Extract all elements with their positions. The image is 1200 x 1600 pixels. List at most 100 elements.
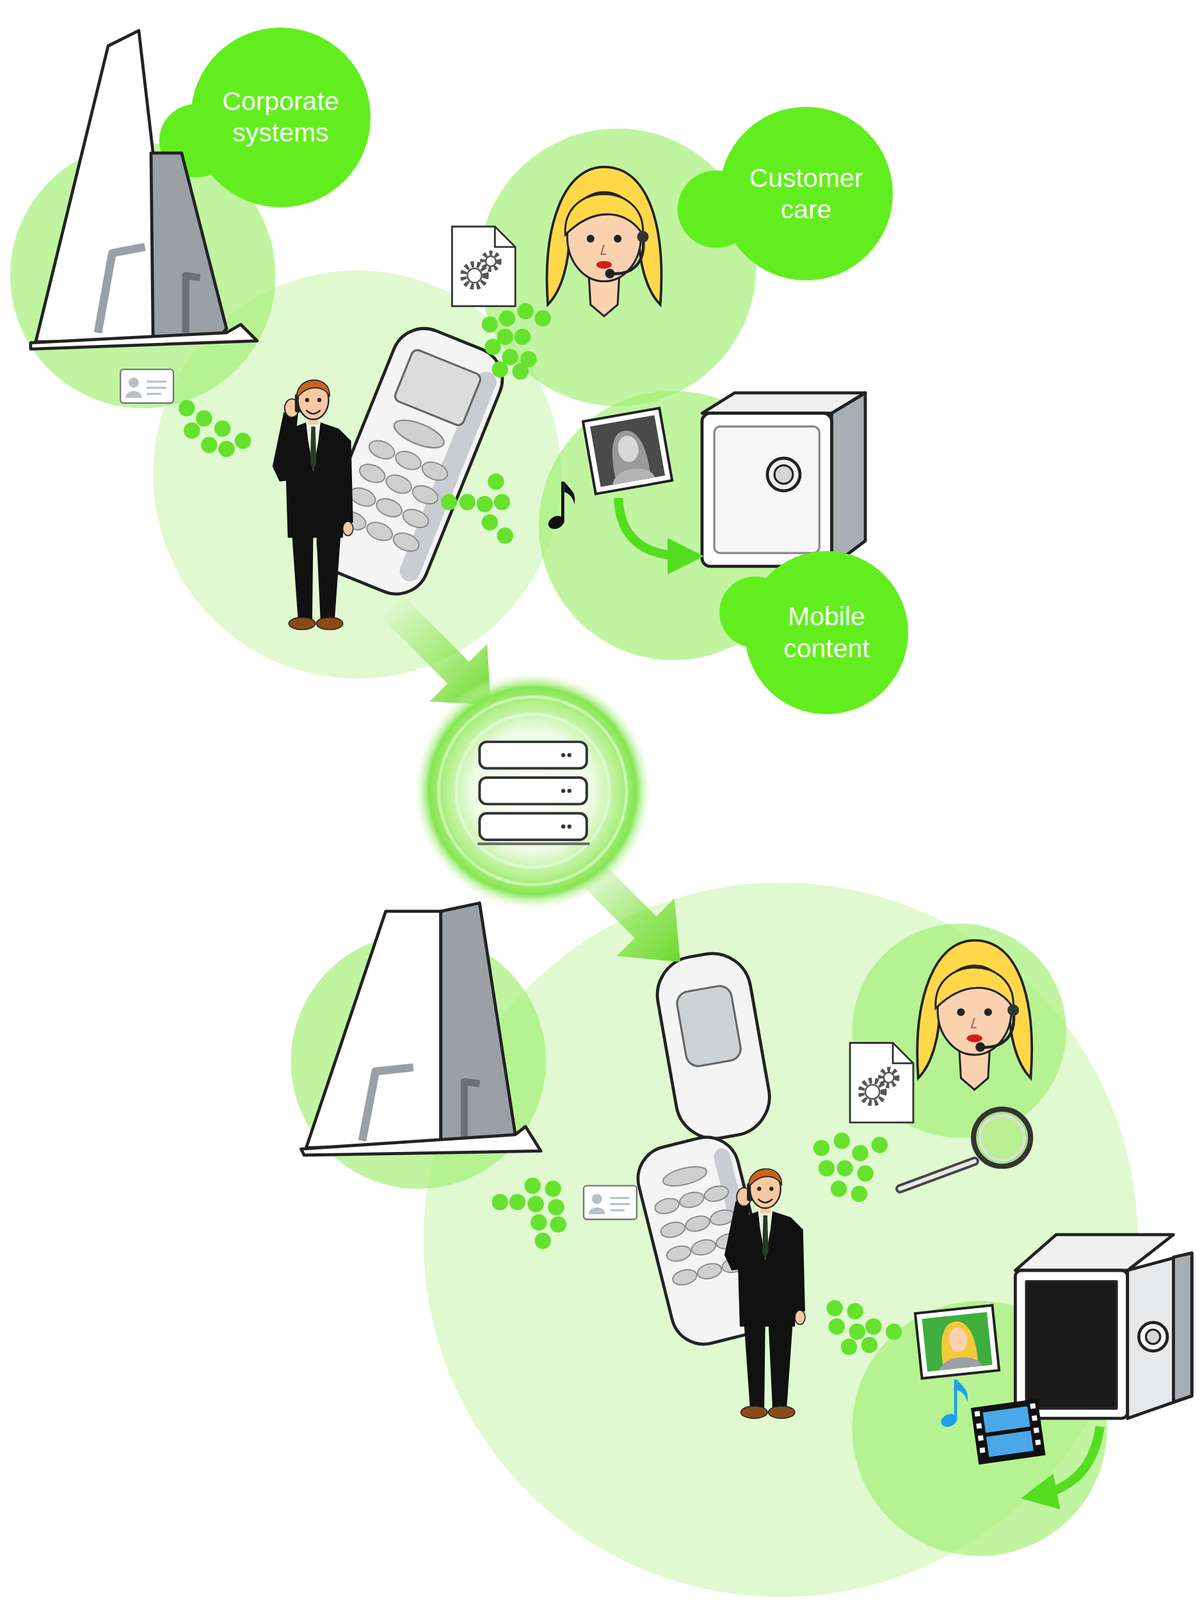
data-dot xyxy=(494,494,511,511)
data-dot xyxy=(524,1177,542,1195)
mobile-phone-part-part-part xyxy=(671,1267,699,1288)
settings-document xyxy=(849,1042,914,1122)
data-dot xyxy=(484,338,502,356)
corporate-building-part xyxy=(464,1081,480,1138)
mobile-phone-part-part-part xyxy=(661,1162,709,1190)
data-dot xyxy=(861,1336,879,1354)
data-dot xyxy=(481,316,499,333)
photo-part xyxy=(615,433,641,464)
data-dot xyxy=(836,1160,854,1177)
server-part-part xyxy=(561,824,566,829)
corporate-building-part xyxy=(305,911,441,1149)
data-dot xyxy=(826,1299,843,1317)
magnifier-part xyxy=(899,1160,975,1189)
safe-part xyxy=(1145,1329,1160,1344)
server-part xyxy=(561,753,572,829)
data-dot xyxy=(544,1180,562,1198)
data-dot xyxy=(476,496,494,513)
data-dot xyxy=(833,1132,851,1150)
server-part-part xyxy=(567,753,571,758)
mobile-phone-part-part-part xyxy=(678,1189,706,1210)
data-dot xyxy=(813,1139,831,1157)
safe xyxy=(1015,1234,1192,1419)
data-dot xyxy=(547,1198,565,1216)
data-dot xyxy=(481,514,499,532)
corporate-building-part xyxy=(30,324,258,349)
mobile-phone-part-part xyxy=(675,984,743,1069)
data-dot xyxy=(846,1303,864,1320)
id-card xyxy=(120,369,174,404)
film-strip-part-part xyxy=(1031,1415,1038,1421)
film-strip-part xyxy=(974,1402,1042,1453)
data-dot xyxy=(840,1338,858,1356)
data-dot xyxy=(851,1144,869,1162)
film-strip xyxy=(970,1398,1046,1465)
film-strip-part xyxy=(986,1430,1034,1457)
data-dot xyxy=(828,1318,846,1336)
mobile-phone-part-part xyxy=(366,437,398,463)
mobile-phone-part xyxy=(651,947,776,1145)
bubble-label: Mobile content xyxy=(760,600,892,664)
data-dot xyxy=(856,1165,874,1183)
data-dot xyxy=(214,420,232,438)
label-bubble: Corporate systems xyxy=(190,27,371,208)
mobile-phone-part-part xyxy=(651,947,776,1145)
server-part-part xyxy=(479,777,587,804)
data-dot xyxy=(530,1214,548,1231)
film-strip-part-part xyxy=(1034,1439,1041,1446)
mobile-phone-part-part-part xyxy=(695,1261,724,1282)
photo xyxy=(915,1305,1000,1379)
label-bubble: Mobile content xyxy=(744,551,909,715)
data-dot xyxy=(440,494,458,511)
data-dot xyxy=(499,310,516,328)
server xyxy=(412,670,653,912)
data-dot xyxy=(487,473,505,491)
corporate-building-part xyxy=(362,1067,414,1142)
mobile-phone-part-part-part xyxy=(702,1184,731,1204)
corporate-building-part xyxy=(97,247,145,333)
settings-document xyxy=(451,226,516,306)
business-man xyxy=(724,1168,806,1419)
safe-part xyxy=(831,392,866,567)
music-note xyxy=(938,1379,968,1430)
mobile-phone-part-part xyxy=(409,482,441,508)
photo-part xyxy=(915,1305,1000,1379)
data-dot xyxy=(458,494,476,511)
film-strip-part-part xyxy=(974,1411,981,1417)
safe-part xyxy=(1138,1322,1168,1352)
data-dot xyxy=(178,400,196,417)
data-dot xyxy=(830,1180,848,1198)
mobile-phone-part-part-part xyxy=(653,1196,681,1216)
server-part-part xyxy=(561,753,566,758)
safe-part xyxy=(702,413,832,567)
retrieve-arrow xyxy=(1038,1426,1101,1496)
data-dot xyxy=(200,436,218,454)
safe-part xyxy=(1026,1281,1117,1409)
mobile-phone-part xyxy=(337,437,451,555)
mobile-phone-part-part xyxy=(373,495,405,521)
safe-part xyxy=(1173,1253,1193,1403)
safe-part xyxy=(714,426,820,553)
server-part-part xyxy=(561,788,566,793)
server-part xyxy=(479,741,587,840)
data-dot xyxy=(514,328,532,345)
data-dot xyxy=(491,1193,509,1211)
data-dot xyxy=(512,363,529,381)
corporate-building-part xyxy=(185,275,200,333)
bubble-text-group: Customer care xyxy=(736,162,876,226)
film-strip-part-part xyxy=(979,1447,986,1453)
server-part xyxy=(456,714,610,868)
film-strip-part-part xyxy=(1029,1402,1036,1409)
id-card xyxy=(583,1185,637,1220)
server-part-part xyxy=(567,788,571,793)
corporate-building-part xyxy=(151,152,227,341)
data-dot xyxy=(527,1196,544,1213)
data-dot xyxy=(818,1160,836,1177)
bubble-label: Corporate systems xyxy=(208,85,352,149)
server-part-part xyxy=(567,824,571,829)
photo-part xyxy=(947,1326,969,1353)
cluster-circles xyxy=(10,128,1138,1597)
photo-part xyxy=(938,1355,982,1371)
data-dot xyxy=(509,1193,527,1211)
film-strip-part-part xyxy=(1033,1427,1040,1433)
